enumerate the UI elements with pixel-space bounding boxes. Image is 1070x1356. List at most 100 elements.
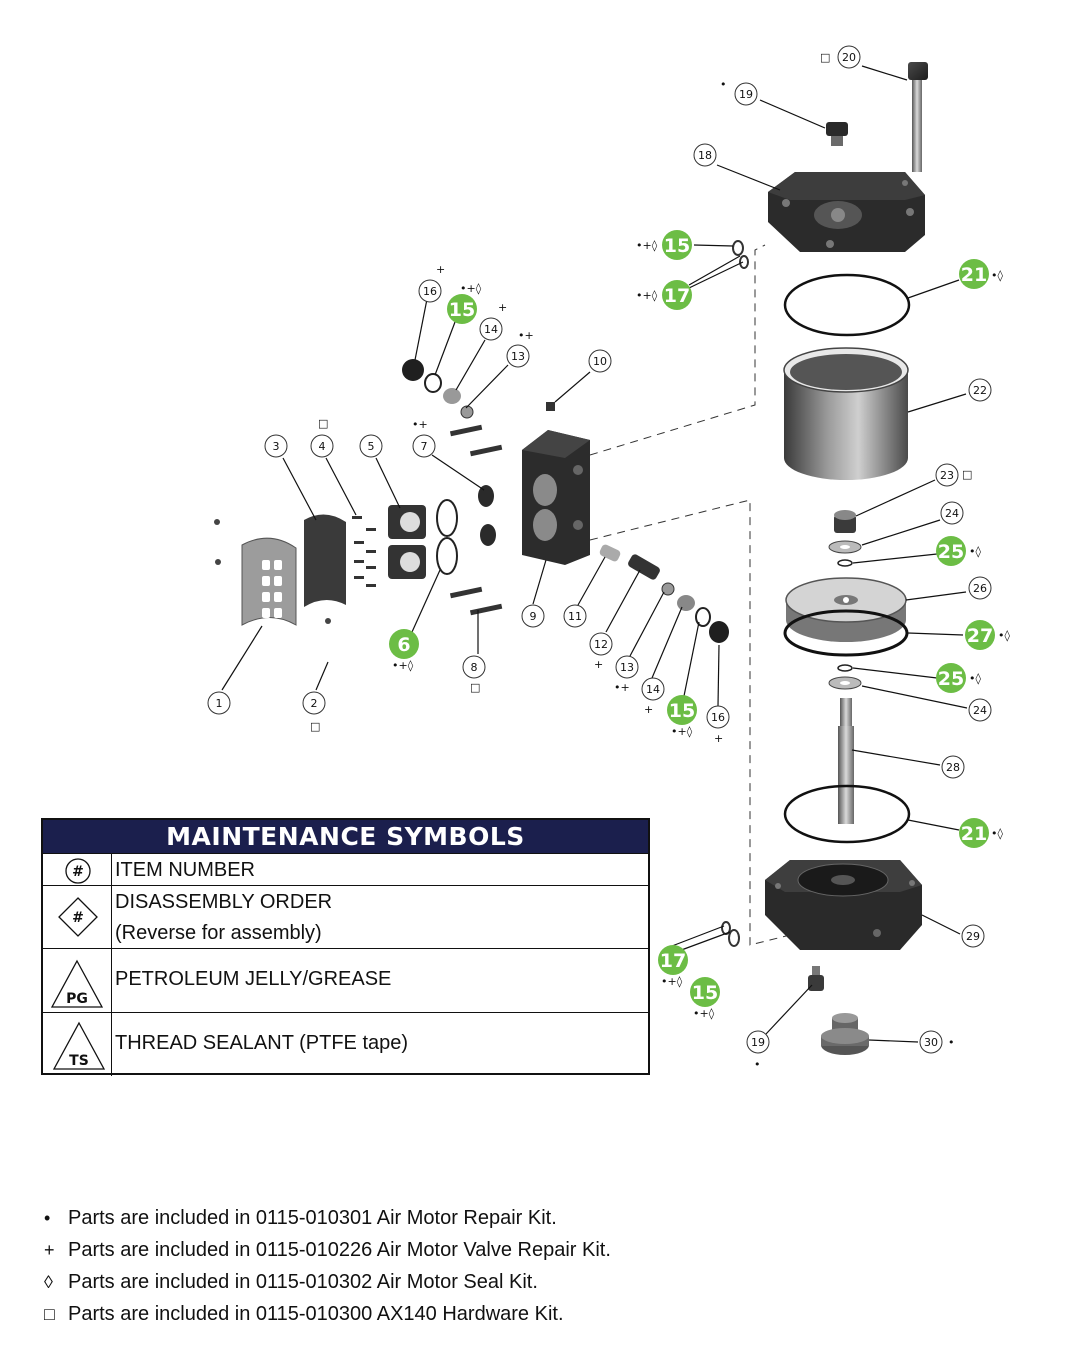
callout-24-bottom: 24 [968,698,992,722]
svg-text:+: + [644,703,653,716]
svg-text:15: 15 [692,982,718,1004]
legend-text: Parts are included in 0115-010226 Air Mo… [68,1239,611,1261]
callout-19-top: 19 [734,82,758,106]
callout-15-top-right: 15 [662,230,692,260]
svg-text:•+◊: •+◊ [636,239,658,252]
part-7-gaskets [478,485,496,546]
legend-text: Parts are included in 0115-010300 AX140 … [68,1303,564,1325]
part-30-fitting [821,1013,869,1055]
callout-13-bottom: 13 [615,655,639,679]
part-5-valve-caps [388,505,426,579]
svg-text:•+: •+ [518,329,534,342]
svg-text:4: 4 [319,440,326,453]
callout-28: 28 [941,755,965,779]
svg-text:27: 27 [967,625,993,647]
svg-text:16: 16 [711,711,725,724]
part-26-piston [785,577,907,642]
callout-25-top: 25 [936,536,966,566]
part-23-nut [834,510,856,533]
svg-text:26: 26 [973,582,987,595]
svg-text:10: 10 [593,355,607,368]
svg-text:28: 28 [946,761,960,774]
callout-1: 1 [207,691,231,715]
svg-text:9: 9 [530,610,537,623]
svg-text:21: 21 [961,264,987,286]
callout-21-top: 21 [959,259,989,289]
svg-text:+: + [498,301,507,314]
legend-item: □Parts are included in 0115-010300 AX140… [44,1299,744,1331]
assembly-guide-lines [589,244,791,946]
part-13-16-top-spool-set [402,359,474,419]
svg-text:+: + [714,732,723,745]
svg-text:8: 8 [471,661,478,674]
part-6-orings [436,499,458,575]
svg-text:6: 6 [397,634,410,656]
svg-text:23: 23 [940,469,954,482]
callout-9: 9 [521,604,545,628]
svg-text:•+◊: •+◊ [671,725,693,738]
svg-text:•+: •+ [614,681,630,694]
svg-text:□: □ [318,417,328,430]
svg-text:•◊: •◊ [991,827,1003,840]
svg-text:13: 13 [620,661,634,674]
svg-text:•◊: •◊ [998,629,1010,642]
maintenance-title: MAINTENANCE SYMBOLS [43,820,648,853]
svg-text:+: + [594,658,603,671]
callout-17-top: 17 [662,280,692,310]
svg-text:17: 17 [664,285,690,307]
svg-text:•+◊: •+◊ [392,659,414,672]
svg-text:29: 29 [966,930,980,943]
part-22-cylinder [783,347,909,480]
svg-text:24: 24 [973,704,987,717]
row-petroleum-jelly: PG PETROLEUM JELLY/GREASE [43,948,648,1013]
svg-text:14: 14 [484,323,498,336]
svg-text:24: 24 [945,507,959,520]
svg-text:5: 5 [368,440,375,453]
grease-icon: PG [50,959,104,1008]
svg-text:15: 15 [664,235,690,257]
part-1-screws [214,519,331,624]
legend-item: +Parts are included in 0115-010226 Air M… [44,1235,744,1267]
part-24-top-washer [828,540,862,554]
callout-7: 7 [412,434,436,458]
item-number-label: ITEM NUMBER [115,859,255,881]
callout-15-top-left: 15 [447,294,477,324]
part-18-top-cap [768,172,925,252]
legend-text: Parts are included in 0115-010301 Air Mo… [68,1207,557,1229]
part-4-screws [352,516,376,587]
reverse-assembly-label: (Reverse for assembly) [115,922,322,944]
part-29-bottom-cap [765,860,922,950]
thread-sealant-label: THREAD SEALANT (PTFE tape) [115,1032,409,1054]
part-25-top-oring [837,559,853,567]
part-15-17-top-small-seals [732,240,749,269]
svg-text:•◊: •◊ [991,269,1003,282]
callout-27: 27 [965,620,995,650]
svg-text:30: 30 [924,1036,938,1049]
callout-8: 8 [462,655,486,679]
legend-text: Parts are included in 0115-010302 Air Mo… [68,1271,538,1293]
svg-text:15: 15 [669,700,695,722]
svg-text:17: 17 [660,950,686,972]
svg-text:•+◊: •+◊ [693,1007,715,1020]
callout-4: 4 [310,434,334,458]
callout-12: 12 [589,632,613,656]
leader-lines [221,65,968,1043]
svg-text:•+◊: •+◊ [661,975,683,988]
callout-15-bottom-center: 15 [667,695,697,725]
svg-text:•: • [720,78,727,91]
svg-text:1: 1 [216,697,223,710]
kit-legend: •Parts are included in 0115-010301 Air M… [44,1203,744,1331]
svg-text:3: 3 [273,440,280,453]
svg-text:16: 16 [423,285,437,298]
thread-sealant-icon: TS [52,1021,106,1070]
part-28-piston-rod [838,698,854,824]
svg-text:•+: •+ [412,418,428,431]
svg-text:7: 7 [421,440,428,453]
part-21-bottom-oring [783,784,911,844]
svg-text:•+◊: •+◊ [636,289,658,302]
legend-symbol: ◊ [44,1272,53,1292]
svg-text:20: 20 [842,51,856,64]
callout-26: 26 [968,576,992,600]
svg-text:21: 21 [961,823,987,845]
